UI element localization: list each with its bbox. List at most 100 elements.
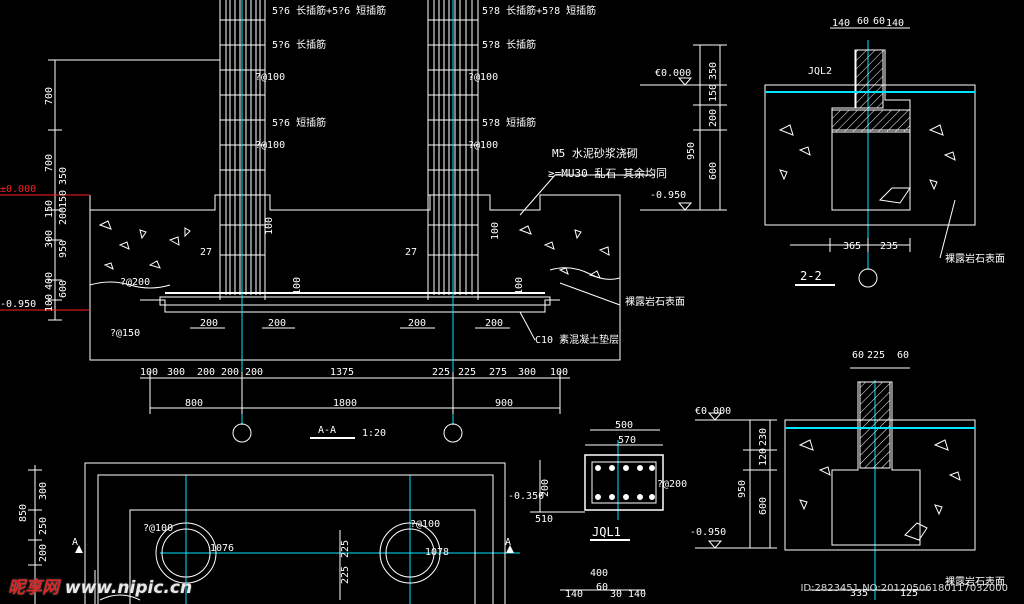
jql1-title: JQL1 (592, 525, 621, 539)
left-short-bars: 5?6 短插筋 (272, 116, 326, 129)
hdim-r1-0: 100 (140, 367, 158, 378)
left-long-bars: 5?6 长插筋 (272, 38, 326, 51)
hdim-r1-1: 300 (167, 367, 185, 378)
s33-bot-1: 335 (850, 588, 868, 599)
jql1-height: 200 (540, 479, 551, 497)
plan-vdim-200: 200 (38, 544, 49, 562)
left-dimension-chain (48, 59, 220, 321)
vdim-700-a: 700 (44, 87, 55, 105)
plan-view (28, 462, 645, 604)
plan-dia-right: 1078 (425, 547, 449, 558)
s33-vdim-120: 120 (758, 448, 769, 466)
pier-left (155, 522, 217, 584)
hdim-r1-5: 1375 (330, 367, 354, 378)
s22-bot-2: 235 (880, 241, 898, 252)
elev-top-mid: €0.000 (655, 68, 691, 79)
vdim-r-350: 350 (708, 62, 719, 80)
plan-vdim-250: 250 (38, 517, 49, 535)
hdim-r1-2: 200 (197, 367, 215, 378)
rubble-texture (98, 220, 610, 279)
hdim-r1-7: 225 (458, 367, 476, 378)
vdim-600-mid: 600 (58, 280, 69, 298)
section-22 (764, 27, 976, 259)
lap-100-b: 100 (292, 277, 303, 295)
hdim-r2-1: 1800 (333, 398, 357, 409)
footing-bars: ?@200 (120, 277, 150, 288)
s33-vdim-230: 230 (758, 428, 769, 446)
spacing-200-1: 200 (200, 318, 218, 329)
elev-left-top: ±0.000 (0, 184, 36, 195)
jql1-elev: -0.350 (508, 491, 544, 502)
footing-bars-lower: ?@150 (110, 328, 140, 339)
s22-top-3: 60 (873, 16, 885, 27)
vdim-700-b: 700 (44, 154, 55, 172)
left-top-note: 5?6 长插筋+5?6 短插筋 (272, 4, 386, 17)
plan-cut-right (506, 545, 514, 553)
watermark-site: 昵享网 www.nipic.cn (8, 578, 193, 598)
hdim-r1-4: 200 (245, 367, 263, 378)
vdim-r-600: 600 (708, 162, 719, 180)
watermark-url: www.nipic.cn (64, 578, 193, 598)
hdim-r1-10: 100 (550, 367, 568, 378)
vdim-r-150: 150 (708, 84, 719, 102)
s22-top-1: 140 (832, 18, 850, 29)
plan-225-a: 225 (340, 540, 351, 558)
plan-ring-right: ?@100 (410, 519, 440, 530)
s22-top-4: 140 (886, 18, 904, 29)
lap-100-c: 100 (490, 222, 501, 240)
s33-top-1: 60 (852, 350, 864, 361)
hdim-r2-0: 800 (185, 398, 203, 409)
masonry-note-2: ≥=MU30 乱石 其余均同 (548, 166, 667, 180)
title-aa: A-A (318, 425, 336, 436)
right-long-bars: 5?8 长插筋 (482, 38, 536, 51)
rock-surface-label: 裸露岩石表面 (625, 295, 685, 308)
title-aa-scale: 1:20 (362, 428, 386, 439)
hdim-r1-9: 300 (518, 367, 536, 378)
plan-bot-400: 400 (590, 568, 608, 579)
hdim-r2-2: 900 (495, 398, 513, 409)
hdim-r1-3: 200 (221, 367, 239, 378)
left-stirrup-1: ?@100 (255, 72, 285, 83)
vdim-150: 150 (44, 200, 55, 218)
section-33 (695, 367, 976, 591)
lap-100-a: 100 (264, 217, 275, 235)
s33-top-3: 60 (897, 350, 909, 361)
s33-vdim-950: 950 (737, 480, 748, 498)
vdim-400: 400 (44, 272, 55, 290)
vdim-950-mid: 950 (58, 240, 69, 258)
red-elevation-lines (0, 194, 90, 311)
vdim-150-mid: 150 (58, 190, 69, 208)
cushion-label: C10 素混凝土垫层 (535, 333, 619, 346)
elev-right-top: -0.950 (650, 190, 686, 201)
s22-rock: 裸露岩石表面 (945, 252, 1005, 265)
plan-cut-left (75, 545, 83, 553)
title-22: 2-2 (800, 269, 822, 283)
plan-cut-right-label: A (505, 537, 511, 548)
s22-top-2: 60 (857, 16, 869, 27)
beam-jql1 (530, 429, 664, 513)
vdim-100: 100 (44, 294, 55, 312)
plan-bot-140b: 140 (628, 589, 646, 600)
plan-bot-30: 30 (610, 589, 622, 600)
beam-jql2: JQL2 (808, 66, 832, 77)
masonry-note-1: M5 水泥砂浆浇砌 (552, 146, 638, 160)
right-top-note: 5?8 长插筋+5?8 短插筋 (482, 4, 596, 17)
spacing-200-4: 200 (485, 318, 503, 329)
spacing-200-2: 200 (268, 318, 286, 329)
hdim-lines (140, 327, 570, 414)
elev-left-bottom: -0.950 (0, 299, 36, 310)
plan-vdim-300: 300 (38, 482, 49, 500)
plan-dia-left: 1076 (210, 543, 234, 554)
vdim-200-mid: 200 (58, 207, 69, 225)
s22-bot-1: 365 (843, 241, 861, 252)
axis-bubbles (232, 268, 878, 443)
mid-elev-dims (640, 44, 727, 211)
s33-bot-2: 125 (900, 588, 918, 599)
vdim-r-200: 200 (708, 109, 719, 127)
hdim-r1-8: 275 (489, 367, 507, 378)
s33-elev-bottom: -0.950 (690, 527, 726, 538)
lap-100-d: 100 (514, 277, 525, 295)
s33-top-2: 225 (867, 350, 885, 361)
right-stirrup-1: ?@100 (468, 72, 498, 83)
